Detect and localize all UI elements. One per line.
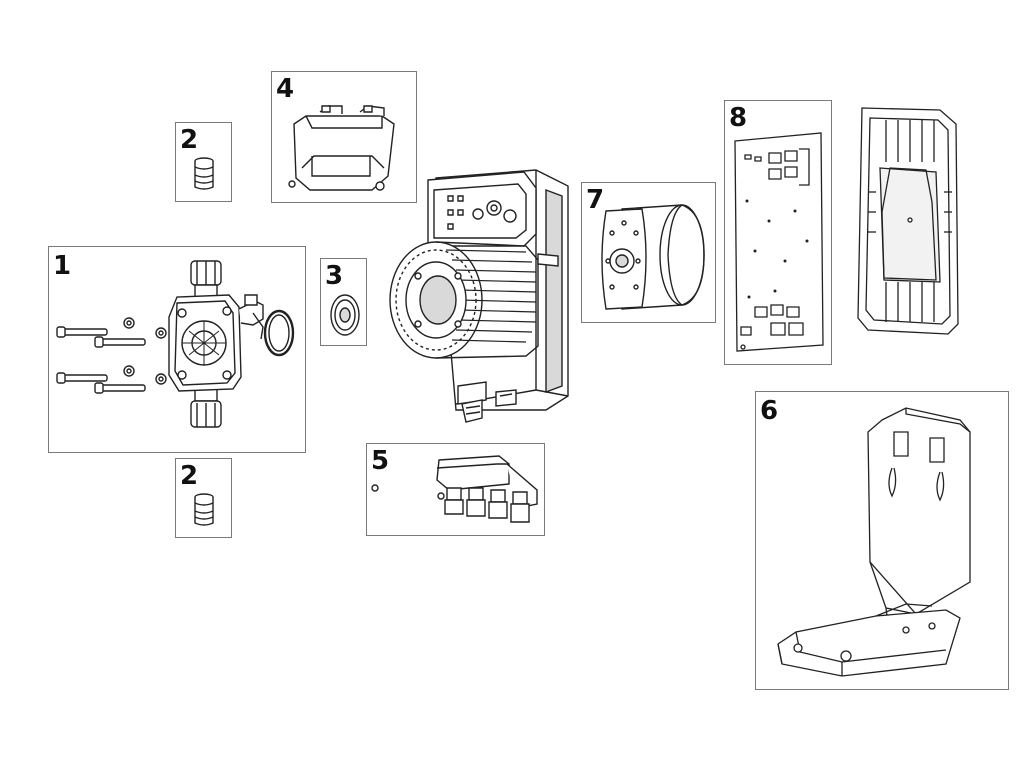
panel-circuit-board: 8 — [724, 100, 832, 365]
callout-1: 1 — [53, 251, 72, 281]
callout-4: 4 — [276, 74, 295, 104]
front-cover-drawing — [272, 72, 418, 204]
panel-pump-head: 1 — [48, 246, 306, 453]
callout-8: 8 — [729, 103, 748, 133]
mounting-bracket-drawing — [756, 392, 1010, 691]
bolt-set — [57, 327, 145, 393]
pump-main-body-drawing — [386, 160, 576, 430]
panel-mounting-bracket: 6 — [755, 391, 1009, 690]
callout-7: 7 — [586, 185, 605, 215]
callout-6: 6 — [760, 396, 779, 426]
callout-3: 3 — [325, 261, 344, 291]
panel-diaphragm: 3 — [320, 258, 367, 346]
gland-row — [445, 488, 529, 522]
pump-head-drawing — [49, 247, 307, 454]
diaphragm-drawing — [321, 259, 368, 347]
panel-valve-bottom: 2 — [175, 458, 232, 538]
panel-front-cover: 4 — [271, 71, 417, 203]
callout-5: 5 — [371, 446, 390, 476]
callout-2-bottom: 2 — [180, 461, 199, 491]
motor-drawing — [582, 183, 717, 324]
connectors-drawing — [367, 444, 546, 537]
valve-cartridge-bottom-drawing — [176, 459, 233, 539]
callout-2-top: 2 — [180, 125, 199, 155]
washer-set — [124, 318, 166, 384]
circuit-board-drawing — [725, 101, 833, 366]
panel-valve-top: 2 — [175, 122, 232, 202]
panel-connectors: 5 — [366, 443, 545, 536]
panel-motor: 7 — [581, 182, 716, 323]
valve-cartridge-top-drawing — [176, 123, 233, 203]
back-panel-drawing — [852, 102, 966, 338]
